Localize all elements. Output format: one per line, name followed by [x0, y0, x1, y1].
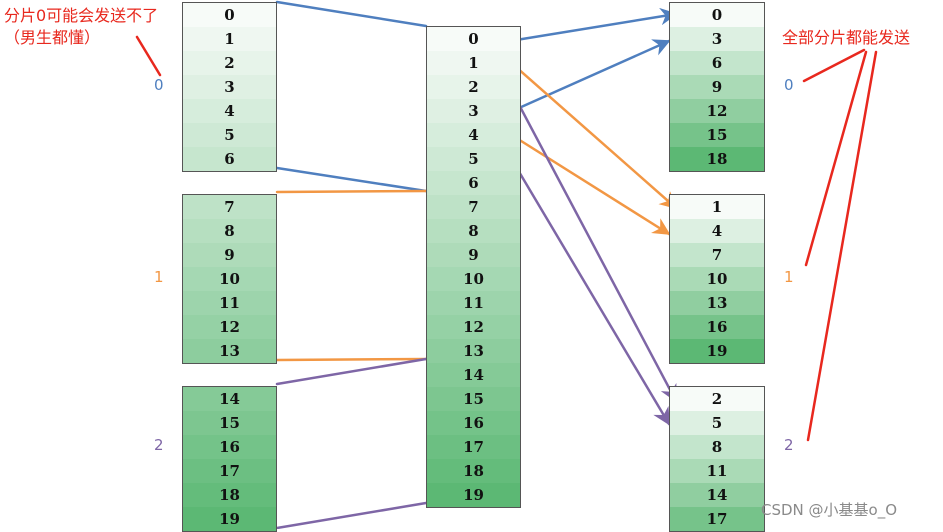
mid-cell-3: 3: [427, 99, 520, 123]
bracket-p2-bottom: [275, 501, 428, 529]
tgt2-cell-11: 11: [670, 459, 764, 483]
src1-cell-10: 10: [183, 267, 276, 291]
src2-cell-15: 15: [183, 411, 276, 435]
arrow-2-to-target2: [506, 82, 678, 403]
source-partition-1-label: 1: [154, 268, 164, 286]
arrow-5-to-target2: [510, 158, 671, 426]
mid-cell-9: 9: [427, 243, 520, 267]
src0-cell-4: 4: [183, 99, 276, 123]
tgt0-cell-15: 15: [670, 123, 764, 147]
arrow-0-to-target0: [508, 7, 678, 43]
tgt1-cell-10: 10: [670, 267, 764, 291]
src0-cell-6: 6: [183, 147, 276, 171]
mid-cell-19: 19: [427, 483, 520, 507]
tgt0-cell-18: 18: [670, 147, 764, 171]
mid-cell-15: 15: [427, 387, 520, 411]
mid-cell-10: 10: [427, 267, 520, 291]
tgt1-cell-1: 1: [670, 195, 764, 219]
right-note-pointer-0: [802, 48, 866, 83]
tgt2-cell-5: 5: [670, 411, 764, 435]
target-partition-1-label: 1: [784, 268, 794, 286]
src1-cell-12: 12: [183, 315, 276, 339]
right-note-pointer-2: [806, 50, 878, 442]
mid-cell-2: 2: [427, 75, 520, 99]
arrow-4-to-target1: [508, 132, 671, 236]
src1-cell-7: 7: [183, 195, 276, 219]
right-annotation: 全部分片都能发送: [782, 28, 911, 47]
mid-cell-13: 13: [427, 339, 520, 363]
left-annotation-line1: 分片0可能会发送不了: [4, 6, 159, 25]
mid-cell-14: 14: [427, 363, 520, 387]
mid-cell-7: 7: [427, 195, 520, 219]
mid-cell-17: 17: [427, 435, 520, 459]
bracket-p0-bottom: [275, 166, 428, 193]
tgt2-cell-2: 2: [670, 387, 764, 411]
tgt1-cell-13: 13: [670, 291, 764, 315]
mid-cell-8: 8: [427, 219, 520, 243]
left-annotation-line2: （男生都懂）: [4, 28, 101, 47]
tgt0-cell-0: 0: [670, 3, 764, 27]
mid-cell-16: 16: [427, 411, 520, 435]
src2-cell-18: 18: [183, 483, 276, 507]
tgt1-cell-7: 7: [670, 243, 764, 267]
mid-cell-4: 4: [427, 123, 520, 147]
left-note-pointer: [135, 35, 162, 77]
mid-cell-1: 1: [427, 51, 520, 75]
mid-cell-11: 11: [427, 291, 520, 315]
source-partition-0-label: 0: [154, 76, 164, 94]
tgt1-cell-4: 4: [670, 219, 764, 243]
tgt2-cell-14: 14: [670, 483, 764, 507]
src2-cell-16: 16: [183, 435, 276, 459]
left-annotation: 分片0可能会发送不了 （男生都懂）: [4, 5, 158, 49]
bracket-p1-top: [275, 189, 428, 194]
tgt1-cell-16: 16: [670, 315, 764, 339]
arrow-1-to-target1: [506, 58, 678, 210]
tgt1-cell-19: 19: [670, 339, 764, 363]
mid-cell-12: 12: [427, 315, 520, 339]
tgt0-cell-9: 9: [670, 75, 764, 99]
target-partition-2-label: 2: [784, 436, 794, 454]
arrow-3-to-target0: [508, 39, 671, 114]
tgt2-cell-8: 8: [670, 435, 764, 459]
src2-cell-14: 14: [183, 387, 276, 411]
src1-cell-11: 11: [183, 291, 276, 315]
tgt0-cell-12: 12: [670, 99, 764, 123]
bracket-p1-bottom: [275, 357, 428, 362]
mid-cell-5: 5: [427, 147, 520, 171]
source-partition-2-label: 2: [154, 436, 164, 454]
right-note-pointer-1: [804, 50, 868, 267]
src0-cell-1: 1: [183, 27, 276, 51]
src2-cell-19: 19: [183, 507, 276, 531]
tgt0-cell-3: 3: [670, 27, 764, 51]
tgt0-cell-6: 6: [670, 51, 764, 75]
mid-cell-6: 6: [427, 171, 520, 195]
mid-cell-0: 0: [427, 27, 520, 51]
src0-cell-5: 5: [183, 123, 276, 147]
mid-cell-18: 18: [427, 459, 520, 483]
target-partition-0-label: 0: [784, 76, 794, 94]
src0-cell-2: 2: [183, 51, 276, 75]
src0-cell-0: 0: [183, 3, 276, 27]
tgt2-cell-17: 17: [670, 507, 764, 531]
bracket-p2-top: [275, 357, 428, 386]
bracket-p0-top: [275, 0, 428, 28]
src2-cell-17: 17: [183, 459, 276, 483]
csdn-watermark: CSDN @小基基o_O: [761, 501, 898, 519]
src1-cell-13: 13: [183, 339, 276, 363]
src1-cell-9: 9: [183, 243, 276, 267]
src1-cell-8: 8: [183, 219, 276, 243]
src0-cell-3: 3: [183, 75, 276, 99]
